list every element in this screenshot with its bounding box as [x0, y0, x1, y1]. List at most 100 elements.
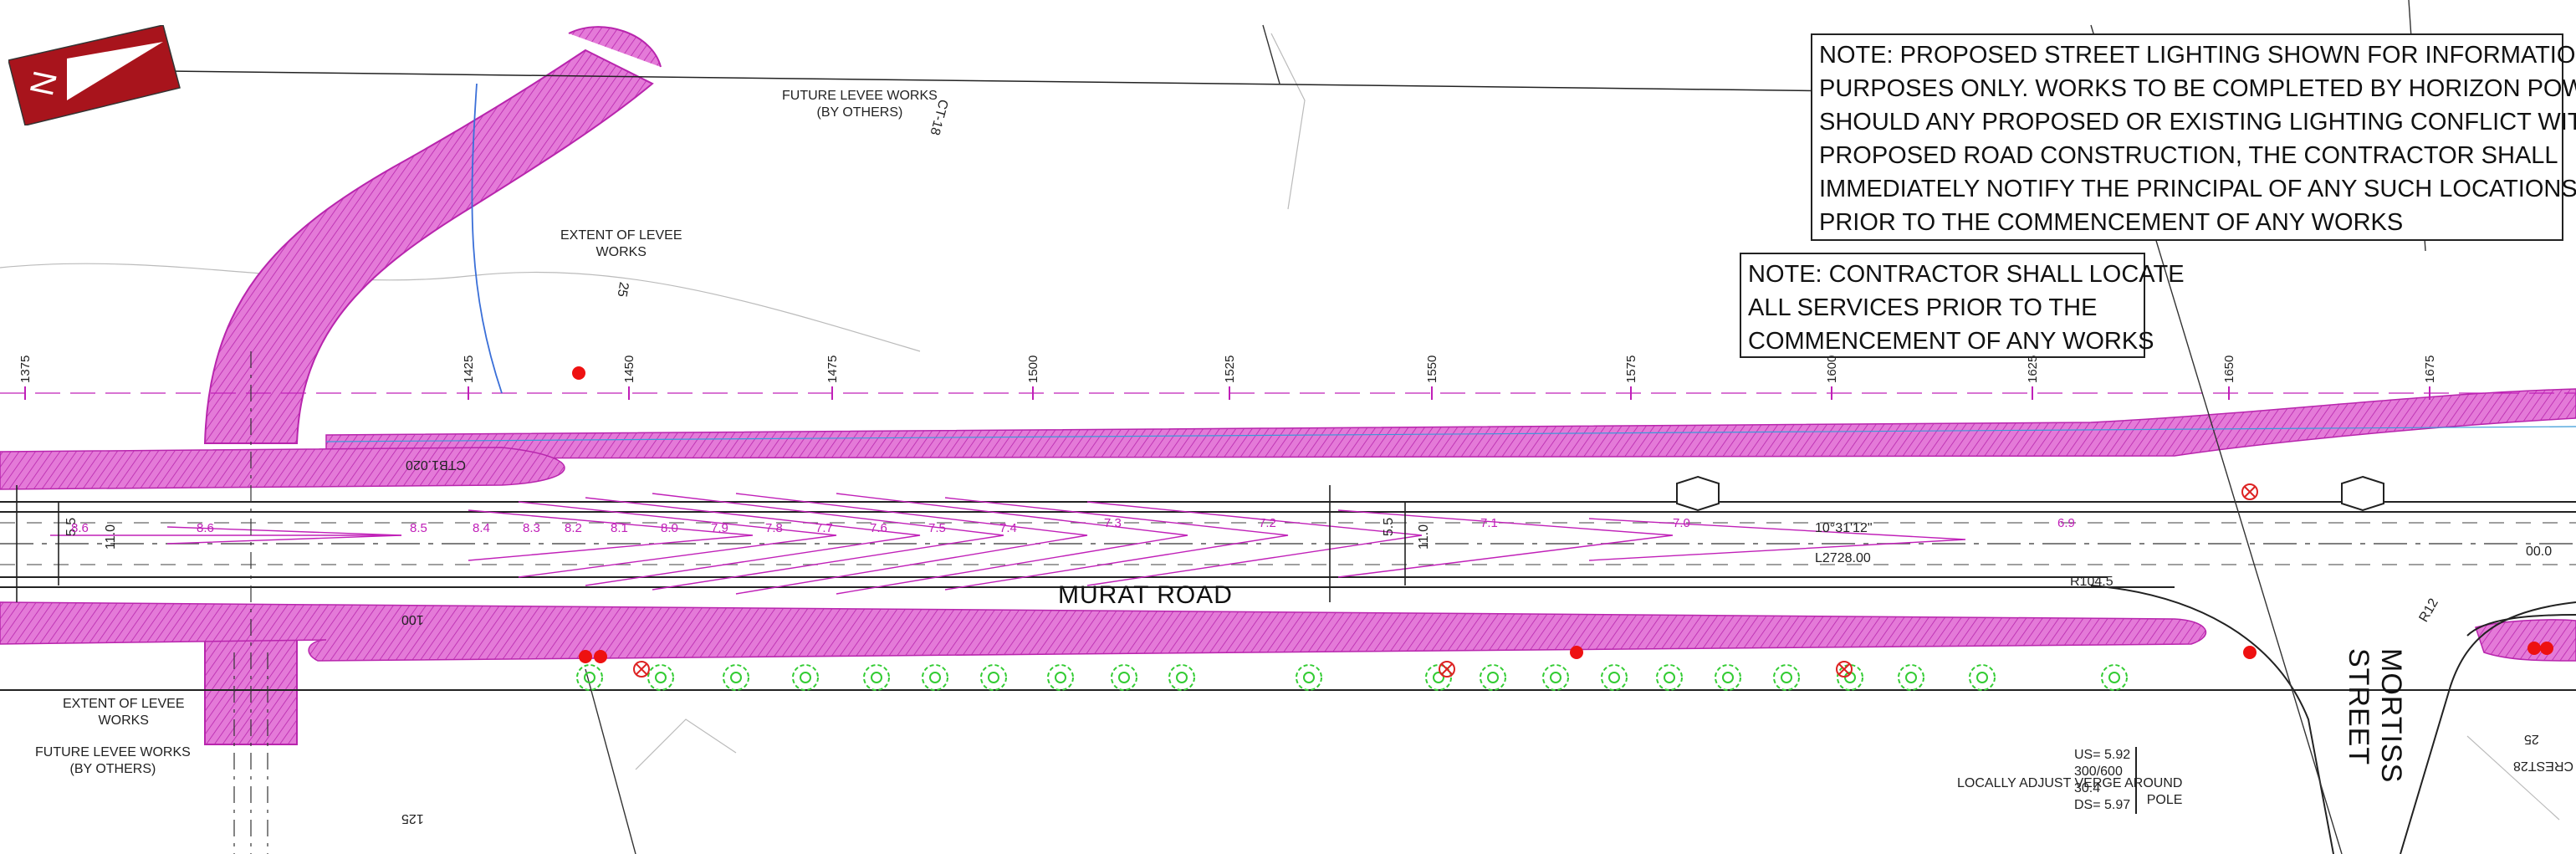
- street-trees: [576, 664, 2128, 691]
- label-value-00: 00.0: [2526, 545, 2553, 559]
- service-line-blue: [471, 83, 503, 394]
- contour-label: 8.6: [71, 521, 89, 535]
- street-light-icon: [1570, 646, 1583, 659]
- chainage-ticks: [24, 386, 2430, 400]
- tree-icon: [922, 664, 948, 691]
- tree-icon: [1656, 664, 1683, 691]
- contour-label: 7.9: [711, 521, 728, 535]
- label-level-25b: 25: [2524, 732, 2539, 746]
- road-name-murat: MURAT ROAD: [1058, 581, 1233, 609]
- contour-label: 8.1: [611, 521, 628, 535]
- chainage-label: 1425: [462, 355, 476, 383]
- street-light-icon: [572, 366, 585, 380]
- label-width-55-b: 5.5: [1382, 517, 1397, 537]
- contour-label: 7.4: [999, 521, 1017, 535]
- street-light-icon: [2540, 642, 2553, 655]
- chainage-label: 1575: [1624, 355, 1638, 383]
- north-arrow-icon: N: [8, 25, 181, 125]
- removed-light-icon: [2241, 483, 2258, 500]
- label-level-100: 100: [401, 612, 424, 626]
- contour-label: 8.5: [410, 521, 427, 535]
- tree-icon: [1773, 664, 1800, 691]
- note-line: NOTE: CONTRACTOR SHALL LOCATE: [1748, 261, 2185, 288]
- street-light-icon: [579, 650, 592, 663]
- note-line: IMMEDIATELY NOTIFY THE PRINCIPAL OF ANY …: [1819, 176, 2576, 202]
- lane-markings: [0, 522, 2576, 565]
- note-line: COMMENCEMENT OF ANY WORKS: [1748, 328, 2154, 355]
- label-width-11-a: 11.0: [103, 524, 118, 550]
- contour-label: 7.8: [765, 521, 783, 535]
- tree-icon: [1425, 664, 1452, 691]
- street-light-icon: [2243, 646, 2257, 659]
- levee-strip-south: [0, 601, 2207, 662]
- note-street-lighting: NOTE: PROPOSED STREET LIGHTING SHOWN FOR…: [1811, 33, 2576, 241]
- note-line: SHOULD ANY PROPOSED OR EXISTING LIGHTING…: [1819, 109, 2576, 136]
- service-line-blue-road: [325, 426, 2576, 442]
- chainage-label: 1375: [18, 355, 33, 383]
- tree-icon: [1111, 664, 1137, 691]
- contour-label: 8.6: [197, 521, 214, 535]
- contour-label: 7.7: [815, 521, 833, 535]
- tree-icon: [576, 664, 603, 691]
- levee-strip-north: [325, 388, 2576, 459]
- street-light-icon: [594, 650, 607, 663]
- chainage-label: 1525: [1223, 355, 1237, 383]
- north-leader-line: [166, 70, 1924, 93]
- chainage-label: 1500: [1026, 355, 1040, 383]
- contour-label: 8.4: [473, 521, 490, 535]
- street-light-icon: [2527, 642, 2541, 655]
- label-crest: CREST28: [2513, 759, 2574, 773]
- contour-label: 8.2: [565, 521, 582, 535]
- dimension-ticks: [16, 485, 1406, 602]
- note-line: PRIOR TO THE COMMENCEMENT OF ANY WORKS: [1819, 209, 2404, 236]
- label-future-levee-bottom: FUTURE LEVEE WORKS(BY OTHERS): [35, 745, 191, 776]
- removed-light-icon: [1439, 661, 1455, 678]
- chainage-label: 1475: [825, 355, 840, 383]
- contour-label: 7.0: [1673, 516, 1690, 530]
- street-lights: [572, 366, 2553, 678]
- tree-icon: [647, 664, 674, 691]
- tree-icon: [1047, 664, 1074, 691]
- levee-strip-east: [2475, 619, 2576, 662]
- label-level-25a: 25: [614, 280, 631, 299]
- levee-strip-west: [0, 447, 565, 490]
- contour-label: 8.0: [661, 521, 678, 535]
- label-width-11-b: 11.0: [1416, 524, 1431, 550]
- tree-icon: [1542, 664, 1569, 691]
- road-edges: [0, 501, 2576, 854]
- note-line: NOTE: PROPOSED STREET LIGHTING SHOWN FOR…: [1819, 42, 2576, 69]
- note-line: PROPOSED ROAD CONSTRUCTION, THE CONTRACT…: [1819, 142, 2558, 169]
- chainage-label: 1450: [622, 355, 636, 383]
- tree-icon: [1480, 664, 1506, 691]
- tree-icon: [863, 664, 890, 691]
- tree-icon: [723, 664, 749, 691]
- tree-icon: [1715, 664, 1741, 691]
- hexagon-markers: [1676, 475, 2384, 512]
- label-radius: R104.5: [2070, 575, 2113, 589]
- note-line: ALL SERVICES PRIOR TO THE: [1748, 294, 2098, 321]
- levee-boundary-lines: [233, 351, 268, 854]
- label-pit-details: US= 5.92 300/600 30.4 DS= 5.97: [2074, 747, 2138, 814]
- levee-works-curved: [203, 26, 662, 444]
- note-services: NOTE: CONTRACTOR SHALL LOCATE ALL SERVIC…: [1740, 253, 2185, 358]
- chainage-label: 1550: [1425, 355, 1439, 383]
- tree-icon: [980, 664, 1007, 691]
- kerb-return-east: [2466, 614, 2576, 637]
- chainage-label: 1675: [2423, 355, 2437, 383]
- contour-label: 7.5: [928, 521, 946, 535]
- chainage-label: 1600: [1825, 355, 1839, 383]
- chainage-label: 1650: [2222, 355, 2236, 383]
- road-name-mortiss: MORTISS STREET: [2343, 648, 2407, 784]
- tree-icon: [792, 664, 819, 691]
- label-bearing: 10°31'12": [1815, 521, 1873, 535]
- contour-label: 7.3: [1104, 516, 1122, 530]
- tree-icon: [1296, 664, 1322, 691]
- contour-label: 8.3: [523, 521, 540, 535]
- chainage-label: 1625: [2026, 355, 2040, 383]
- label-length: L2728.00: [1815, 551, 1871, 565]
- removed-light-icon: [1836, 661, 1853, 678]
